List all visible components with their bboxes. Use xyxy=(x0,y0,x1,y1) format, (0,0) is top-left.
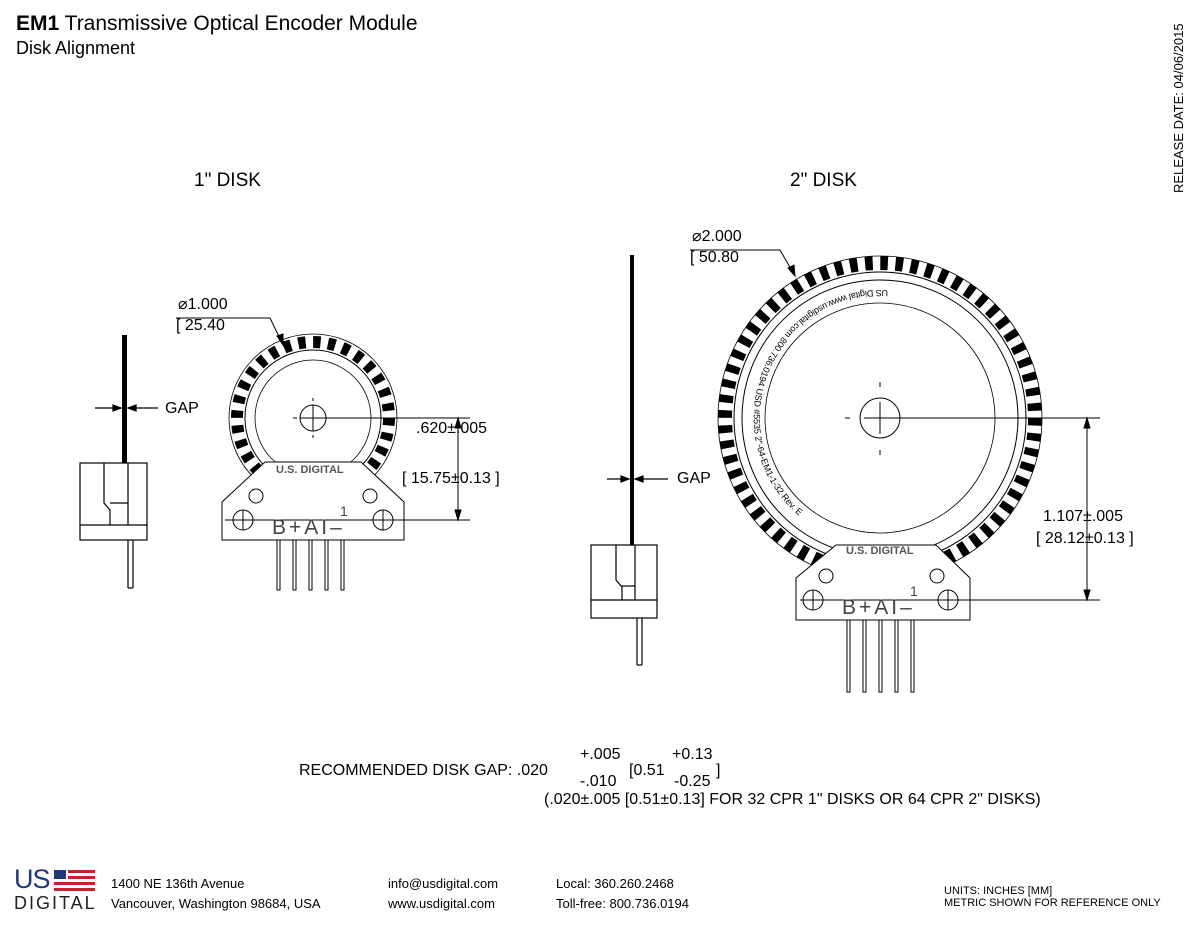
gap-spec-mm-nominal: [0.51 xyxy=(629,762,665,779)
gap-spec-mm-close: ] xyxy=(716,762,721,779)
disk1-offset-mm: [ 15.75±0.13 ] xyxy=(402,470,500,487)
disk1-label: 1" DISK xyxy=(194,170,261,191)
disk1-gap-label: GAP xyxy=(165,400,199,417)
disk1-side-view xyxy=(79,335,158,589)
disk2-diameter-mm: [ 50.80 xyxy=(690,249,739,266)
disk1-offset: .620±.005 xyxy=(416,420,488,437)
gap-spec-tol-minus: -.010 xyxy=(580,773,617,790)
gap-spec-mm-plus: +0.13 xyxy=(672,746,713,763)
disk1-pin-labels: B+AI– xyxy=(272,516,345,539)
disk2-offset: 1.107±.005 xyxy=(1043,508,1123,525)
gap-spec-label: RECOMMENDED DISK GAP: .020 xyxy=(299,762,548,779)
gap-spec-mm-minus: -0.25 xyxy=(674,773,711,790)
disk1-diameter: ⌀1.000 xyxy=(178,296,228,313)
disk2-label: 2" DISK xyxy=(790,170,857,191)
web-link[interactable]: www.usdigital.com xyxy=(388,896,495,911)
page-subtitle: Disk Alignment xyxy=(16,38,136,58)
footer-contact-web: info@usdigital.com www.usdigital.com xyxy=(388,874,498,914)
disk1-front-view xyxy=(176,317,470,591)
disk2-offset-mm: [ 28.12±0.13 ] xyxy=(1036,530,1134,547)
gap-spec-note: (.020±.005 [0.51±0.13] FOR 32 CPR 1" DIS… xyxy=(544,791,1041,808)
disk2-side-view xyxy=(590,255,668,666)
gap-spec-tol-plus: +.005 xyxy=(580,746,621,763)
logo-us: US xyxy=(14,864,51,894)
disk2-gap-label: GAP xyxy=(677,470,711,487)
footer-units: UNITS: INCHES [MM]METRIC SHOWN FOR REFER… xyxy=(944,885,1161,909)
disk1-diameter-mm: [ 25.40 xyxy=(176,317,225,334)
email-link[interactable]: info@usdigital.com xyxy=(388,876,499,891)
page-title: EM1 Transmissive Optical Encoder Module xyxy=(16,12,418,35)
disk2-diameter: ⌀2.000 xyxy=(692,228,742,245)
us-digital-logo xyxy=(54,870,95,891)
disk2-module-brand: U.S. DIGITAL xyxy=(846,545,914,557)
disk2-pin1: 1 xyxy=(910,583,918,599)
disk1-pin1: 1 xyxy=(340,503,348,519)
logo-digital: DIGITAL xyxy=(14,893,97,913)
disk2-front-view: US Digital www.usdigital.com 800.736.019… xyxy=(690,249,1100,693)
disk2-pin-labels: B+AI– xyxy=(842,596,915,619)
disk1-module-brand: U.S. DIGITAL xyxy=(276,464,344,476)
